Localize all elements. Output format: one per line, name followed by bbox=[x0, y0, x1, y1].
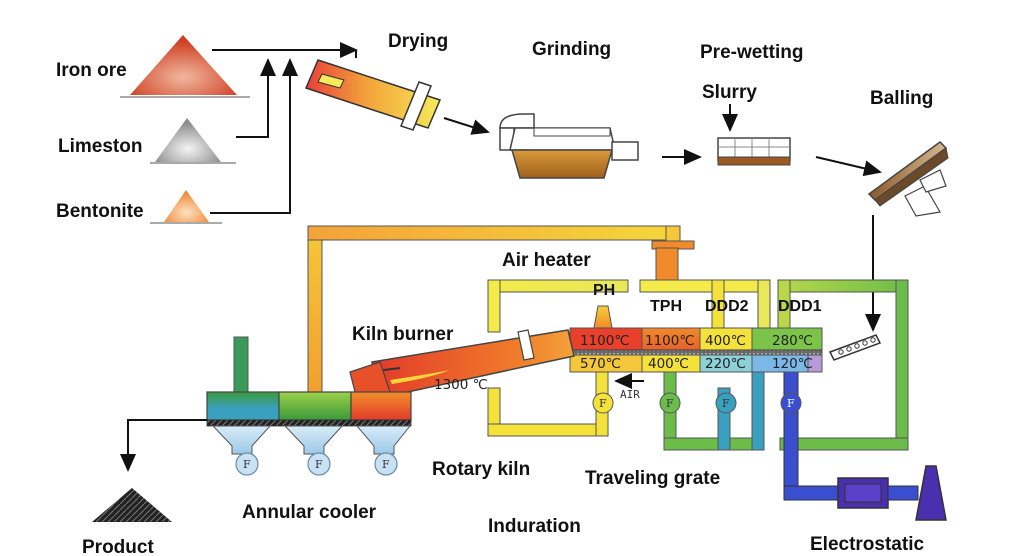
temp-tph-lower: 400℃ bbox=[648, 356, 689, 372]
fan-label-1: F bbox=[243, 458, 251, 471]
label-iron-ore: Iron ore bbox=[56, 60, 127, 81]
dryer-to-mill-arrow bbox=[443, 117, 490, 135]
pre-wetting-mixer bbox=[717, 137, 791, 166]
product-discharge-arrow bbox=[120, 419, 207, 472]
temp-tph-upper: 1100℃ bbox=[645, 333, 695, 349]
temp-ph-upper: 1100℃ bbox=[580, 333, 630, 349]
label-ddd2: DDD2 bbox=[705, 298, 749, 315]
grinding-mill bbox=[499, 113, 639, 179]
dryer-drum bbox=[304, 59, 442, 131]
cooler-fans bbox=[235, 452, 398, 476]
label-tph: TPH bbox=[650, 298, 682, 315]
bentonite-pile bbox=[150, 190, 222, 224]
temp-kiln: 1300 ℃ bbox=[434, 377, 488, 393]
grate-fans bbox=[592, 392, 802, 414]
label-traveling-grate: Traveling grate bbox=[585, 468, 720, 489]
label-balling: Balling bbox=[870, 88, 933, 109]
air-heater-duct bbox=[487, 279, 771, 437]
label-electrostatic: Electrostatic bbox=[810, 534, 924, 555]
product-pile bbox=[92, 488, 172, 522]
label-air: AIR bbox=[620, 388, 640, 401]
temp-ddd1-lower: 120℃ bbox=[772, 356, 813, 372]
label-product: Product bbox=[82, 537, 154, 556]
label-grinding: Grinding bbox=[532, 39, 611, 60]
label-ddd1: DDD1 bbox=[778, 298, 822, 315]
temp-ddd2-upper: 400℃ bbox=[705, 333, 746, 349]
label-slurry: Slurry bbox=[702, 82, 757, 103]
recup-duct-top bbox=[307, 225, 695, 393]
limestone-pile bbox=[150, 118, 236, 164]
fan-label-7: F bbox=[787, 397, 795, 410]
label-drying: Drying bbox=[388, 31, 448, 52]
ddd-green-duct bbox=[663, 279, 909, 451]
fan-label-2: F bbox=[315, 458, 323, 471]
iron-ore-pile bbox=[120, 35, 250, 98]
label-kiln-burner: Kiln burner bbox=[352, 324, 454, 345]
fan-label-3: F bbox=[382, 458, 390, 471]
traveling-grate bbox=[569, 305, 823, 373]
label-air-heater: Air heater bbox=[502, 250, 591, 271]
temp-ddd2-lower: 220℃ bbox=[705, 356, 746, 372]
label-bentonite: Bentonite bbox=[56, 201, 144, 222]
label-rotary-kiln: Rotary kiln bbox=[432, 459, 530, 480]
label-pre-wetting: Pre-wetting bbox=[700, 42, 803, 63]
fan-label-6: F bbox=[722, 397, 730, 410]
temp-ddd1-upper: 280℃ bbox=[772, 333, 813, 349]
temp-ph-lower: 570℃ bbox=[580, 356, 621, 372]
annular-cooler bbox=[206, 336, 412, 455]
mixer-to-balling-arrow bbox=[815, 156, 882, 177]
raw-feed-lines bbox=[210, 42, 358, 214]
fan-label-4: F bbox=[599, 397, 607, 410]
label-induration: Induration bbox=[488, 516, 581, 537]
balling-disc bbox=[867, 141, 949, 217]
green-ball-feeder bbox=[828, 334, 882, 361]
label-limestone: Limeston bbox=[58, 136, 142, 157]
fan-label-5: F bbox=[666, 397, 674, 410]
label-annular-cooler: Annular cooler bbox=[242, 502, 377, 523]
label-ph: PH bbox=[593, 282, 615, 299]
